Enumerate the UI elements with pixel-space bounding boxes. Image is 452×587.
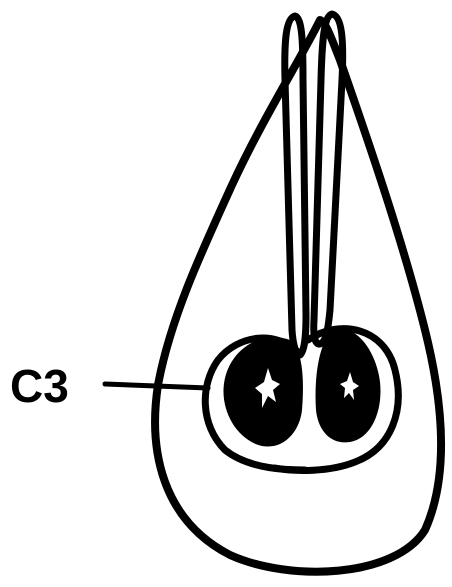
- c3-label: C3: [10, 360, 69, 412]
- outer-teardrop-outline: [155, 20, 441, 572]
- c3-leader-line: [105, 384, 208, 388]
